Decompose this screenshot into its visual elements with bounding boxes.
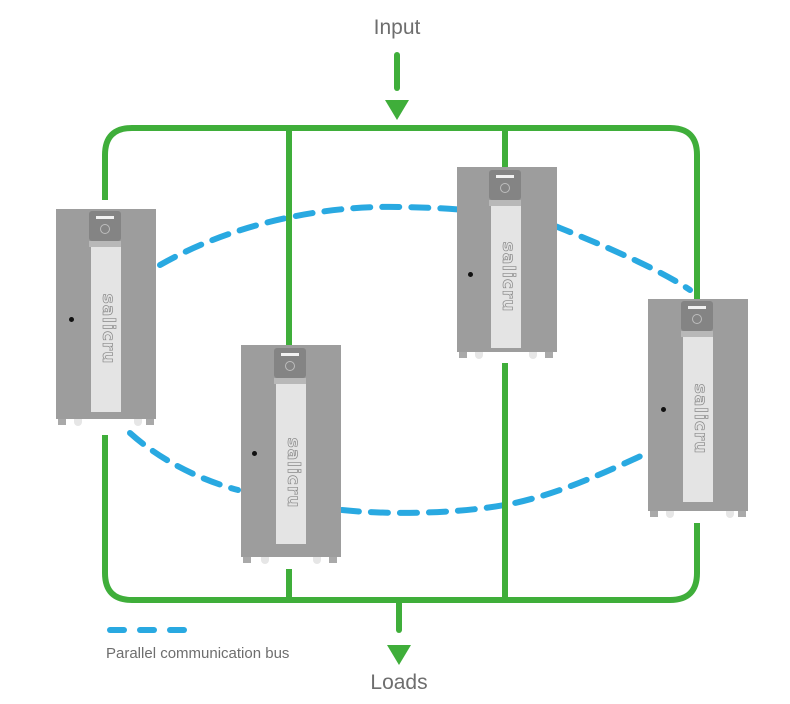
display-screen (496, 175, 514, 178)
ups-unit-4: salicru (648, 299, 748, 521)
legend-label: Parallel communication bus (106, 645, 290, 662)
door-lock-icon (661, 407, 666, 412)
ups-unit-1: salicru (56, 209, 156, 429)
loads-label: Loads (370, 671, 428, 694)
input-arrow-icon (385, 52, 409, 120)
power-button-icon (692, 314, 702, 324)
input-label: Input (373, 16, 421, 39)
comm-bus (127, 203, 693, 516)
display-screen (281, 353, 299, 356)
power-button-icon (285, 361, 295, 371)
ups-unit-3: salicru (457, 167, 557, 362)
door-lock-icon (252, 451, 257, 456)
comm-bus-bottom-arc-mid (339, 452, 646, 516)
ups-unit-2: salicru (241, 345, 341, 570)
output-bottom-rail (102, 435, 700, 603)
comm-bus-top-arc (157, 203, 693, 293)
brand-logo: salicru (690, 383, 711, 455)
brand-logo: salicru (98, 293, 119, 365)
power-button-icon (500, 183, 510, 193)
comm-bus-bottom-arc (127, 430, 241, 493)
display-screen (96, 216, 114, 219)
door-lock-icon (468, 272, 473, 277)
power-bus (102, 125, 700, 603)
brand-logo: salicru (498, 241, 519, 313)
input-top-rail (102, 125, 700, 300)
door-lock-icon (69, 317, 74, 322)
power-button-icon (100, 224, 110, 234)
display-screen (688, 306, 706, 309)
loads-arrow-icon (387, 597, 411, 665)
brand-logo: salicru (283, 437, 304, 509)
